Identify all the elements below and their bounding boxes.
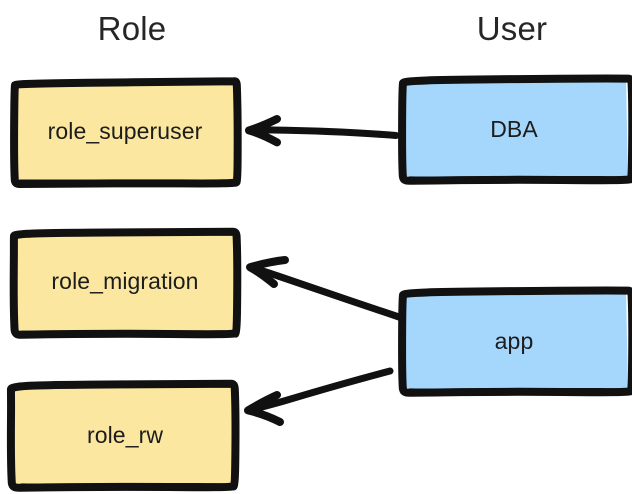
edge-app-to-role_migration[interactable] (246, 256, 403, 321)
edge-dba-to-role_superuser-line (248, 126, 400, 139)
node-label-role-rw: role_rw (86, 422, 164, 448)
node-app-fill (403, 291, 628, 391)
node-role_migration[interactable] (9, 227, 242, 339)
edge-dba-to-role_superuser[interactable] (245, 115, 400, 147)
edge-dba-to-role_superuser-arrowhead (245, 115, 281, 147)
node-label-role-superuser: role_superuser (47, 118, 203, 144)
edge-app-to-role_rw-line (246, 367, 394, 414)
node-role_rw-fill (11, 384, 234, 487)
node-role_superuser-fill (15, 81, 237, 183)
node-role_migration-border-overstroke (19, 330, 239, 338)
node-role_superuser-border-overstroke (17, 179, 239, 187)
node-hit-role-rw[interactable] (12, 384, 238, 488)
node-hit-role-superuser[interactable] (12, 80, 238, 184)
node-hit-dba[interactable] (400, 78, 628, 179)
node-label-role-migration: role_migration (51, 268, 199, 294)
node-label-app: app (494, 328, 534, 354)
node-role_superuser[interactable] (10, 77, 242, 188)
node-role_migration-fill (14, 232, 236, 334)
column-header-user: User (476, 10, 548, 47)
edge-app-to-role_rw-arrowhead (244, 391, 284, 426)
node-app-border-overstroke (407, 387, 632, 396)
node-label-dba: DBA (490, 116, 538, 142)
node-role_rw[interactable] (6, 379, 240, 492)
edge-app-to-role_rw[interactable] (244, 367, 394, 426)
edge-app-to-role_migration-line (249, 264, 403, 321)
node-app[interactable] (398, 286, 632, 397)
node-dba-border-overstroke (407, 175, 632, 184)
node-dba[interactable] (398, 74, 632, 185)
edge-app-to-role_migration-arrowhead (246, 256, 289, 288)
node-hit-role-migration[interactable] (12, 231, 238, 334)
column-header-role: Role (97, 10, 167, 47)
node-role_rw-border-overstroke (19, 482, 237, 491)
node-dba-fill (403, 79, 628, 179)
node-hit-app[interactable] (400, 290, 628, 391)
